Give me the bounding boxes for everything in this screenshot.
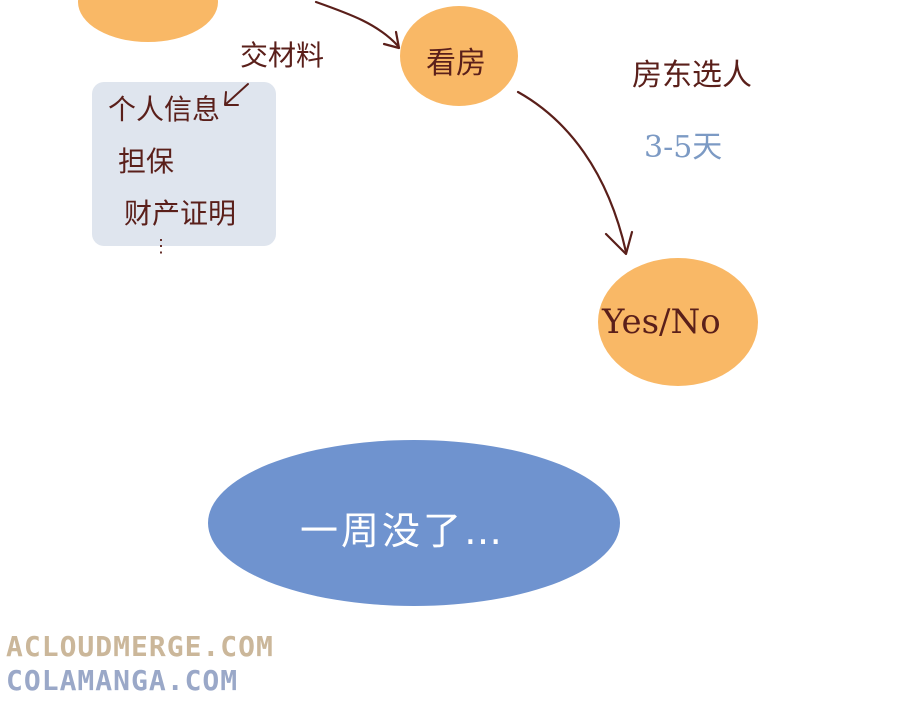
- node-yes-no: [598, 258, 758, 386]
- label-submit-materials: 交材料: [240, 39, 325, 72]
- time-bubble: [208, 440, 620, 606]
- note-item-guarantee: 担保: [118, 145, 175, 178]
- node-view-house-label: 看房: [426, 46, 486, 81]
- note-ellipsis: ⋮: [152, 236, 170, 257]
- note-item-property-proof: 财产证明: [124, 197, 237, 230]
- label-duration: 3-5天: [644, 130, 723, 165]
- time-bubble-text: 一周没了…: [300, 509, 506, 553]
- arrow-to-note-head: [224, 91, 239, 106]
- arrow-to-yes-no: [516, 90, 628, 254]
- node-view-house: [400, 6, 518, 106]
- label-landlord-selects: 房东选人: [632, 58, 752, 93]
- arrow-to-view-house: [314, 0, 400, 48]
- arrow-to-view-house-head: [382, 30, 401, 50]
- note-item-personal-info: 个人信息: [108, 93, 221, 126]
- watermark-colamanga: COLAMANGA.COM: [6, 664, 239, 697]
- node-yes-no-label: Yes/No: [602, 302, 721, 342]
- requirements-note: [92, 82, 276, 246]
- arrow-to-note: [225, 83, 249, 105]
- arrow-to-yes-no-head: [604, 230, 634, 256]
- watermark-acloudmerge: ACLOUDMERGE.COM: [6, 630, 274, 663]
